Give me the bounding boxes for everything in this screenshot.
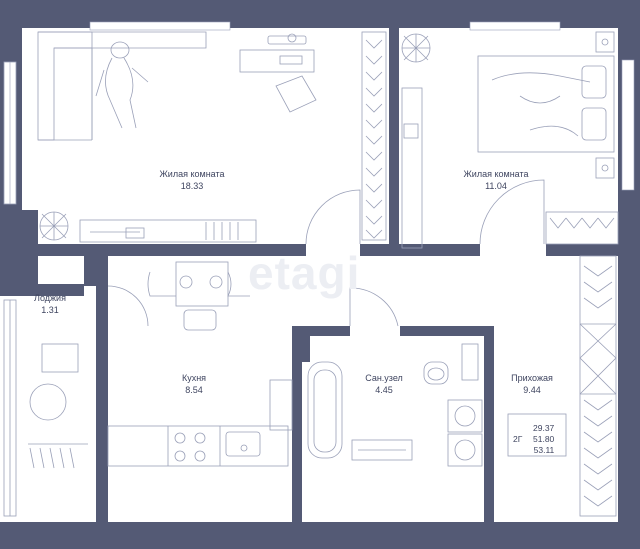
wardrobe-hangers-1 <box>365 39 383 239</box>
kitchen-furniture <box>107 261 293 467</box>
area-total: 51.80 <box>533 434 555 444</box>
room-bathroom: Сан.узел 4.45 <box>365 372 403 396</box>
room-area: 8.54 <box>185 385 203 395</box>
room-area: 1.31 <box>41 305 59 315</box>
loggia-window <box>3 299 17 517</box>
room-area: 4.45 <box>375 385 393 395</box>
interior-walls <box>0 28 618 522</box>
room-name: Прихожая <box>511 373 553 383</box>
room-kitchen: Кухня 8.54 <box>182 372 206 396</box>
room-area: 9.44 <box>523 385 541 395</box>
loggia-furniture <box>28 343 88 469</box>
room-area: 18.33 <box>180 181 204 191</box>
bathroom-fixtures <box>307 287 483 467</box>
living-room-2-furniture <box>401 31 619 249</box>
room-name: Жилая комната <box>159 169 225 179</box>
hall-wardrobe <box>507 255 617 517</box>
living-room-1-furniture <box>37 31 387 245</box>
room-name: Лоджия <box>34 293 66 303</box>
room-name: Сан.узел <box>365 373 403 383</box>
room-name: Жилая комната <box>463 169 529 179</box>
apartment-type: 2Г <box>513 434 523 444</box>
area-living: 29.37 <box>533 423 555 433</box>
room-name: Кухня <box>181 373 207 383</box>
room-living-1: Жилая комната 18.33 <box>159 168 224 192</box>
room-area: 11.04 <box>485 181 507 191</box>
room-hall: Прихожая 9.44 <box>511 372 553 396</box>
apartment-areas: 29.37 51.80 53.11 <box>533 423 554 456</box>
wardrobe-hangers-2 <box>549 217 615 229</box>
room-living-2: Жилая комната 11.04 <box>463 168 528 192</box>
area-with-loggia: 53.11 <box>533 445 555 455</box>
watermark: etagi <box>248 247 361 299</box>
room-loggia: Лоджия 1.31 <box>34 292 66 316</box>
